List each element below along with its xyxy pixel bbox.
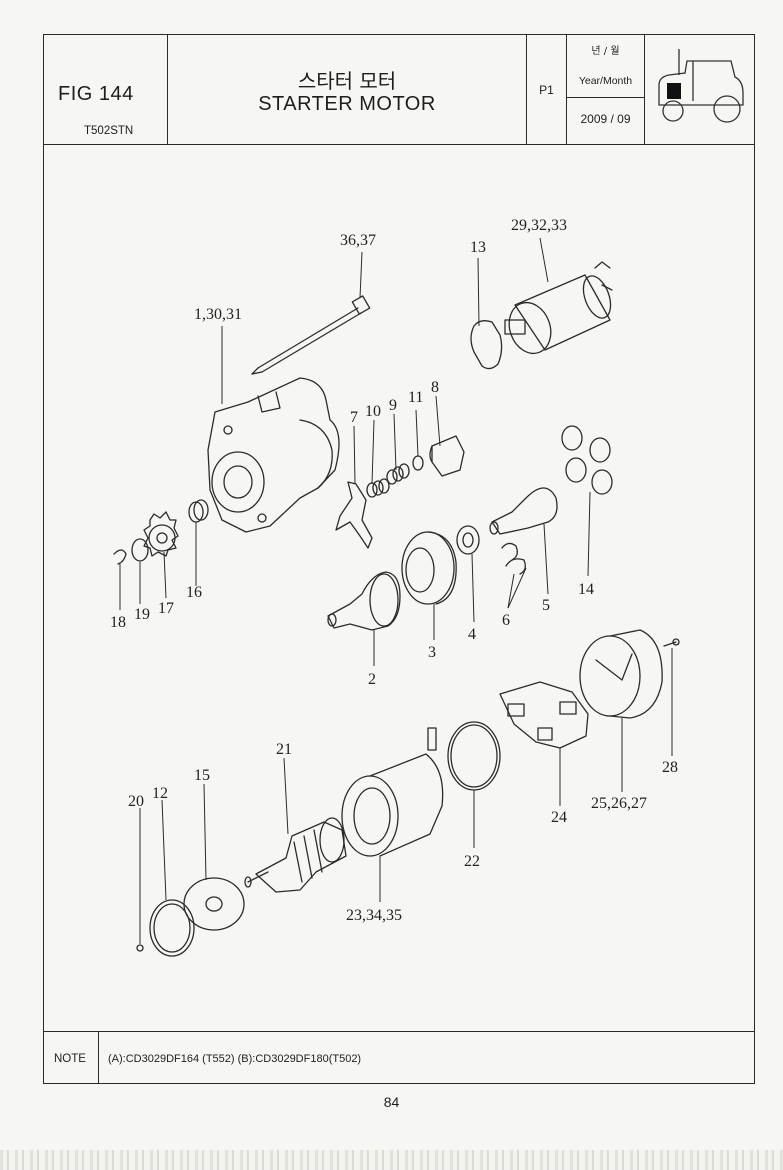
leader-lines	[119, 237, 673, 944]
through-bolt	[251, 295, 371, 375]
washer	[456, 525, 480, 555]
part-label: 13	[470, 239, 486, 256]
planetary-shaft	[489, 487, 558, 535]
solenoid-switch	[504, 261, 613, 355]
page-code: P1	[539, 83, 554, 97]
part-label: 18	[110, 614, 126, 631]
model-code: T502STN	[84, 125, 134, 137]
part-label: 25,26,27	[591, 795, 647, 812]
scan-artifact	[0, 1150, 783, 1170]
part-label: 17	[158, 600, 174, 617]
internal-gear	[401, 531, 457, 605]
yoke-assembly	[341, 727, 444, 857]
pinion-assembly	[113, 499, 209, 565]
part-label: 16	[186, 584, 202, 601]
seal-ring	[149, 899, 195, 957]
part-label: 10	[365, 403, 381, 420]
o-ring	[447, 721, 501, 791]
part-label: 14	[578, 581, 594, 598]
front-housing	[207, 377, 340, 533]
part-label: 12	[152, 785, 168, 802]
tractor-icon-cell	[645, 35, 755, 144]
note-row: NOTE (A):CD3029DF164 (T552) (B):CD3029DF…	[44, 1031, 754, 1084]
part-label: 6	[502, 612, 510, 629]
year-month-cell: 년 / 월 Year/Month 2009 / 09	[567, 35, 645, 144]
note-label-cell: NOTE	[44, 1032, 99, 1084]
retaining-clips	[501, 542, 526, 575]
tractor-icon	[658, 49, 744, 123]
part-label: 9	[389, 397, 397, 414]
part-label: 5	[542, 597, 550, 614]
brush-holder	[499, 681, 589, 749]
part-label: 3	[428, 644, 436, 661]
steel-ball	[136, 944, 144, 952]
overrunning-clutch	[327, 571, 401, 631]
part-label: 22	[464, 853, 480, 870]
rear-end-frame	[579, 629, 663, 719]
gasket	[470, 320, 503, 370]
part-label: 29,32,33	[511, 217, 567, 234]
year-month-korean: 년 / 월	[591, 46, 620, 57]
part-label: 4	[468, 626, 476, 643]
title-korean: 스타터 모터	[297, 69, 397, 93]
end-frame-bolt	[663, 638, 680, 647]
title-block: FIG 144 T502STN 스타터 모터 STARTER MOTOR P1 …	[44, 35, 754, 145]
shift-lever	[335, 481, 373, 549]
part-label: 19	[134, 606, 150, 623]
part-label: 8	[431, 379, 439, 396]
year-month-label: Year/Month	[578, 75, 633, 87]
page-number: 84	[383, 1094, 400, 1110]
part-label: 21	[276, 741, 292, 758]
title-english: STARTER MOTOR	[258, 93, 436, 115]
page-code-cell: P1	[527, 35, 567, 144]
divider	[567, 97, 644, 98]
part-label: 20	[128, 793, 144, 810]
year-month-value: 2009 / 09	[580, 112, 631, 126]
part-label: 15	[194, 767, 210, 784]
note-text: (A):CD3029DF164 (T552) (B):CD3029DF180(T…	[108, 1053, 362, 1065]
part-label: 36,37	[340, 232, 376, 249]
part-label: 7	[350, 409, 358, 426]
figure-number: FIG 144	[58, 83, 134, 105]
part-label: 28	[662, 759, 678, 776]
page-frame: FIG 144 T502STN 스타터 모터 STARTER MOTOR P1 …	[43, 34, 755, 1084]
part-label: 2	[368, 671, 376, 688]
planet-gears	[561, 425, 613, 495]
title-cell: 스타터 모터 STARTER MOTOR	[168, 35, 527, 144]
spring-set	[366, 455, 424, 498]
part-label: 24	[551, 809, 567, 826]
fig-cell: FIG 144 T502STN	[44, 35, 168, 144]
part-labels: 36,37 29,32,33 13 1,30,31 7 10 9 11 8 18…	[110, 217, 678, 924]
note-label: NOTE	[54, 1053, 86, 1065]
plunger	[429, 435, 465, 477]
part-label: 11	[408, 389, 423, 406]
part-label: 1,30,31	[194, 306, 242, 323]
armature	[244, 817, 347, 893]
part-label: 23,34,35	[346, 907, 402, 924]
